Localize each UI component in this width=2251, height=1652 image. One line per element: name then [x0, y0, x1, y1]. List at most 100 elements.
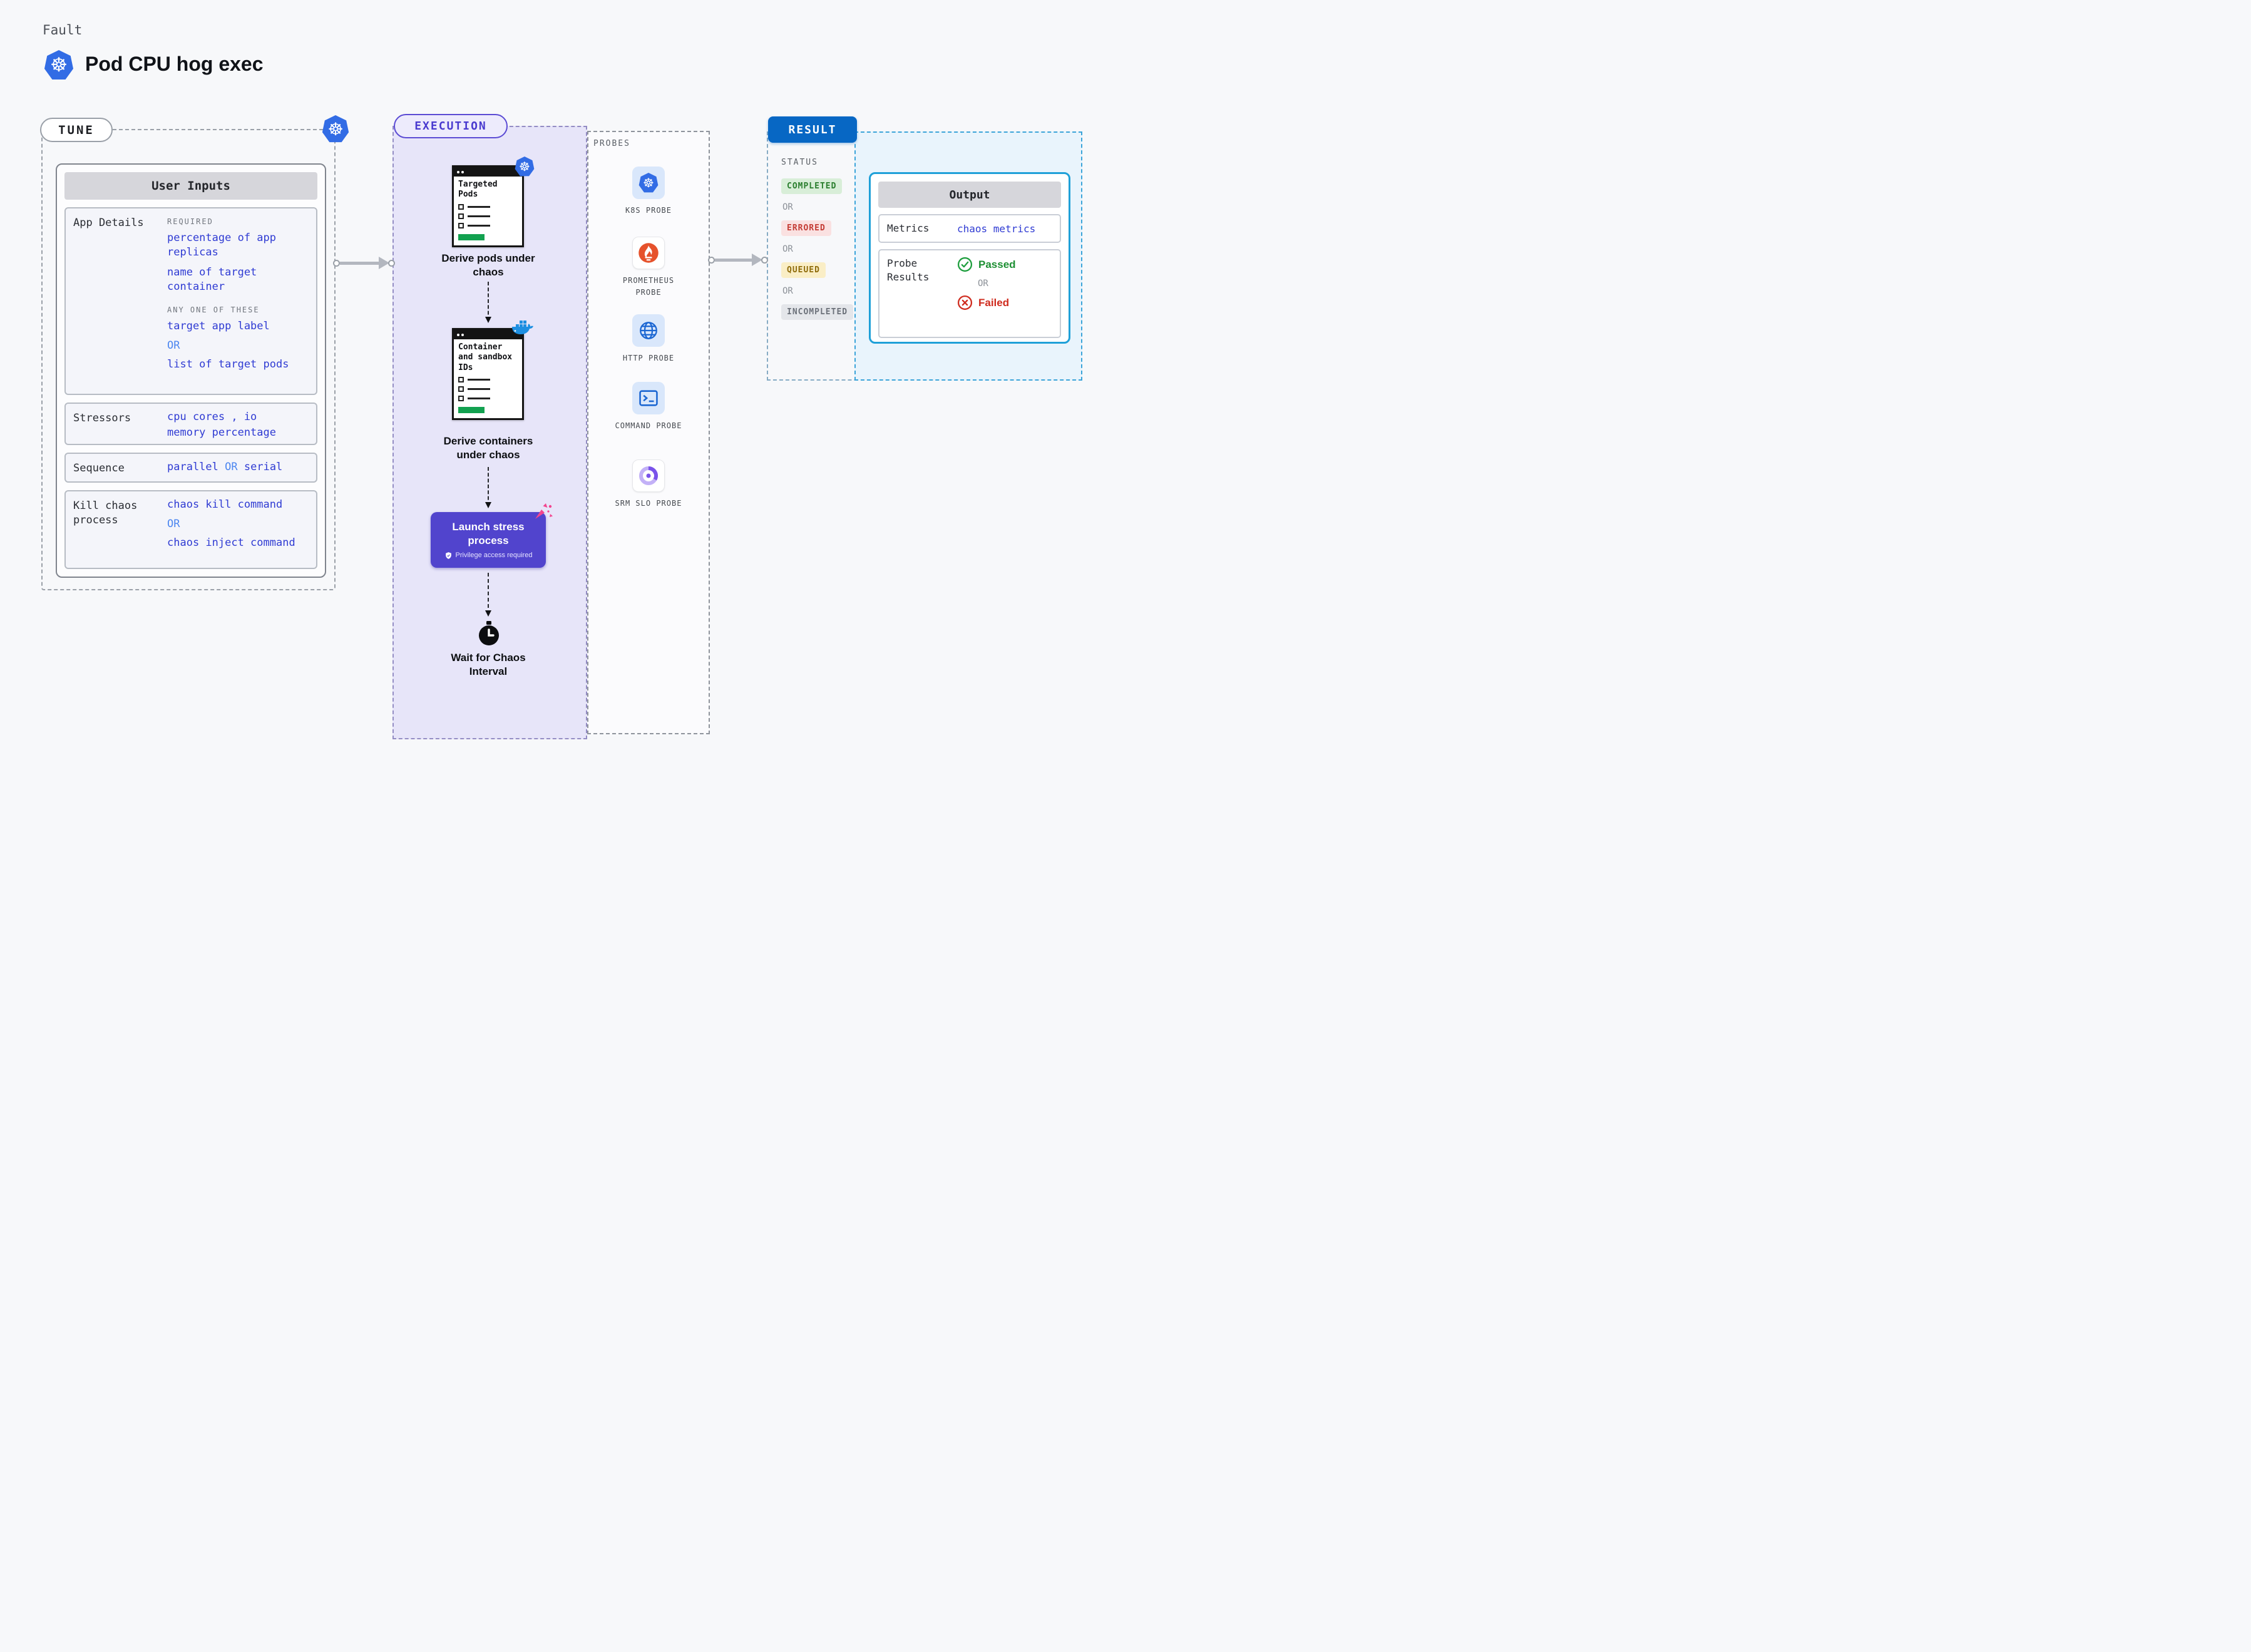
required-item: percentage of app replicas — [167, 232, 276, 259]
probe-item: SRM SLO PROBE — [587, 459, 710, 510]
progress-bar — [458, 406, 485, 413]
window-dots — [457, 170, 459, 173]
launch-title: Launch stress process — [452, 521, 525, 546]
arrow-start-dot — [708, 256, 715, 264]
probe-label: SRM SLO PROBE — [615, 499, 682, 508]
kubernetes-wheel-glyph: ☸ — [519, 159, 530, 174]
kill-chaos-label: Kill chaos process — [73, 500, 138, 526]
arrow-end-dot — [761, 256, 768, 264]
flow-down-arrow — [485, 467, 491, 508]
flow-down-arrow — [485, 573, 491, 617]
or-separator: OR — [167, 517, 180, 530]
docker-whale-icon — [511, 319, 535, 341]
window-title: Targeted Pods — [458, 180, 498, 200]
probe-item: ☸ K8S PROBE — [587, 167, 710, 217]
output-title: Output — [878, 182, 1061, 208]
checklist-item — [454, 375, 522, 384]
pink-sparkle-icon — [533, 501, 553, 523]
flow-arrow — [333, 257, 395, 269]
launch-stress-process-node: Launch stress process Privilege access r… — [431, 512, 546, 568]
probe-label: HTTP PROBE — [622, 354, 675, 362]
probe-label: COMMAND PROBE — [615, 421, 682, 430]
srm-slo-probe-icon — [632, 459, 665, 492]
probes-label: PROBES — [593, 139, 630, 148]
shield-icon — [445, 552, 451, 559]
probe-label: PROMETHEUS PROBE — [622, 276, 675, 297]
flow-arrow — [708, 254, 768, 266]
kubernetes-wheel-glyph: ☸ — [643, 175, 654, 190]
checklist-item — [454, 394, 522, 403]
or-separator: OR — [167, 339, 180, 352]
required-item: name of target container — [167, 265, 257, 293]
arrow-shaft — [340, 261, 379, 265]
checklist-item — [454, 202, 522, 212]
kill-chaos-value: chaos inject command — [167, 536, 295, 549]
window-titlebar — [454, 330, 522, 339]
kubernetes-icon: ☸ — [44, 50, 74, 80]
arrow-head — [752, 254, 762, 266]
checklist-item — [454, 221, 522, 230]
window-titlebar — [454, 167, 522, 177]
or-separator: OR — [225, 461, 238, 473]
arrow-head — [379, 257, 389, 269]
checklist-item — [454, 212, 522, 221]
stressors-label: Stressors — [73, 412, 131, 424]
fault-kicker: Fault — [43, 23, 83, 38]
or-separator: OR — [782, 244, 793, 254]
arrow-end-dot — [388, 259, 395, 267]
stressors-value: cpu cores , io — [167, 411, 257, 423]
tune-section-box — [41, 129, 336, 590]
arrow-start-dot — [333, 259, 340, 267]
probe-item: COMMAND PROBE — [587, 382, 710, 432]
status-badge-errored: ERRORED — [781, 220, 831, 236]
failed-text: Failed — [978, 296, 1010, 309]
stressors-row: Stressors cpu cores , io memory percenta… — [64, 403, 317, 445]
failed-cross-icon — [957, 295, 973, 310]
sequence-row: Sequence parallel OR serial — [64, 453, 317, 483]
execution-label: EXECUTION — [394, 114, 508, 138]
any-one-caption: ANY ONE OF THESE — [167, 305, 260, 314]
targeted-pods-window-icon: Targeted Pods — [452, 165, 524, 247]
k8s-probe-icon: ☸ — [632, 167, 665, 199]
any-item: target app label — [167, 319, 270, 332]
sequence-label: Sequence — [73, 462, 125, 475]
or-separator: OR — [782, 286, 793, 296]
passed-check-icon — [957, 257, 973, 272]
step-caption: Derive pods under chaos — [441, 252, 535, 279]
metrics-value: chaos metrics — [957, 222, 1036, 235]
probes-section-box — [587, 131, 710, 734]
or-separator: OR — [782, 202, 793, 212]
kill-chaos-row: Kill chaos process chaos kill command OR… — [64, 490, 317, 569]
window-title: Container and sandbox IDs — [458, 342, 513, 372]
progress-bar — [458, 233, 485, 240]
checklist-item — [454, 384, 522, 394]
kill-chaos-value: chaos kill command — [167, 498, 283, 511]
clock-icon — [475, 620, 503, 650]
kubernetes-icon: ☸ — [322, 115, 349, 143]
required-caption: REQUIRED — [167, 217, 213, 226]
app-details-label: App Details — [73, 217, 144, 229]
prometheus-probe-icon — [632, 237, 665, 269]
passed-text: Passed — [978, 258, 1016, 270]
flow-down-arrow — [485, 282, 491, 323]
http-probe-globe-icon — [632, 314, 665, 347]
stressors-value: memory percentage — [167, 426, 276, 439]
status-badge-queued: QUEUED — [781, 262, 826, 278]
sequence-value: serial — [244, 461, 283, 473]
or-separator: OR — [978, 279, 988, 289]
fault-diagram: Fault ☸ Pod CPU hog exec TUNE ☸ User Inp… — [0, 0, 1126, 826]
status-badge-incompleted: INCOMPLETED — [781, 304, 854, 320]
page-title: Pod CPU hog exec — [85, 53, 264, 75]
sequence-value: parallel — [167, 461, 218, 473]
kubernetes-wheel-glyph: ☸ — [327, 118, 344, 140]
output-card: Output Metrics chaos metrics Probe Resul… — [869, 172, 1070, 344]
any-item: list of target pods — [167, 357, 289, 371]
step-caption: Derive containers under chaos — [443, 435, 533, 461]
result-label: RESULT — [768, 116, 857, 143]
container-ids-window-icon: Container and sandbox IDs — [452, 328, 524, 420]
kubernetes-badge-icon: ☸ — [515, 156, 535, 177]
probe-results-label: Probe Results — [887, 257, 930, 283]
arrow-shaft — [715, 258, 752, 262]
tune-label: TUNE — [40, 118, 113, 142]
probe-item: PROMETHEUS PROBE — [587, 237, 710, 299]
